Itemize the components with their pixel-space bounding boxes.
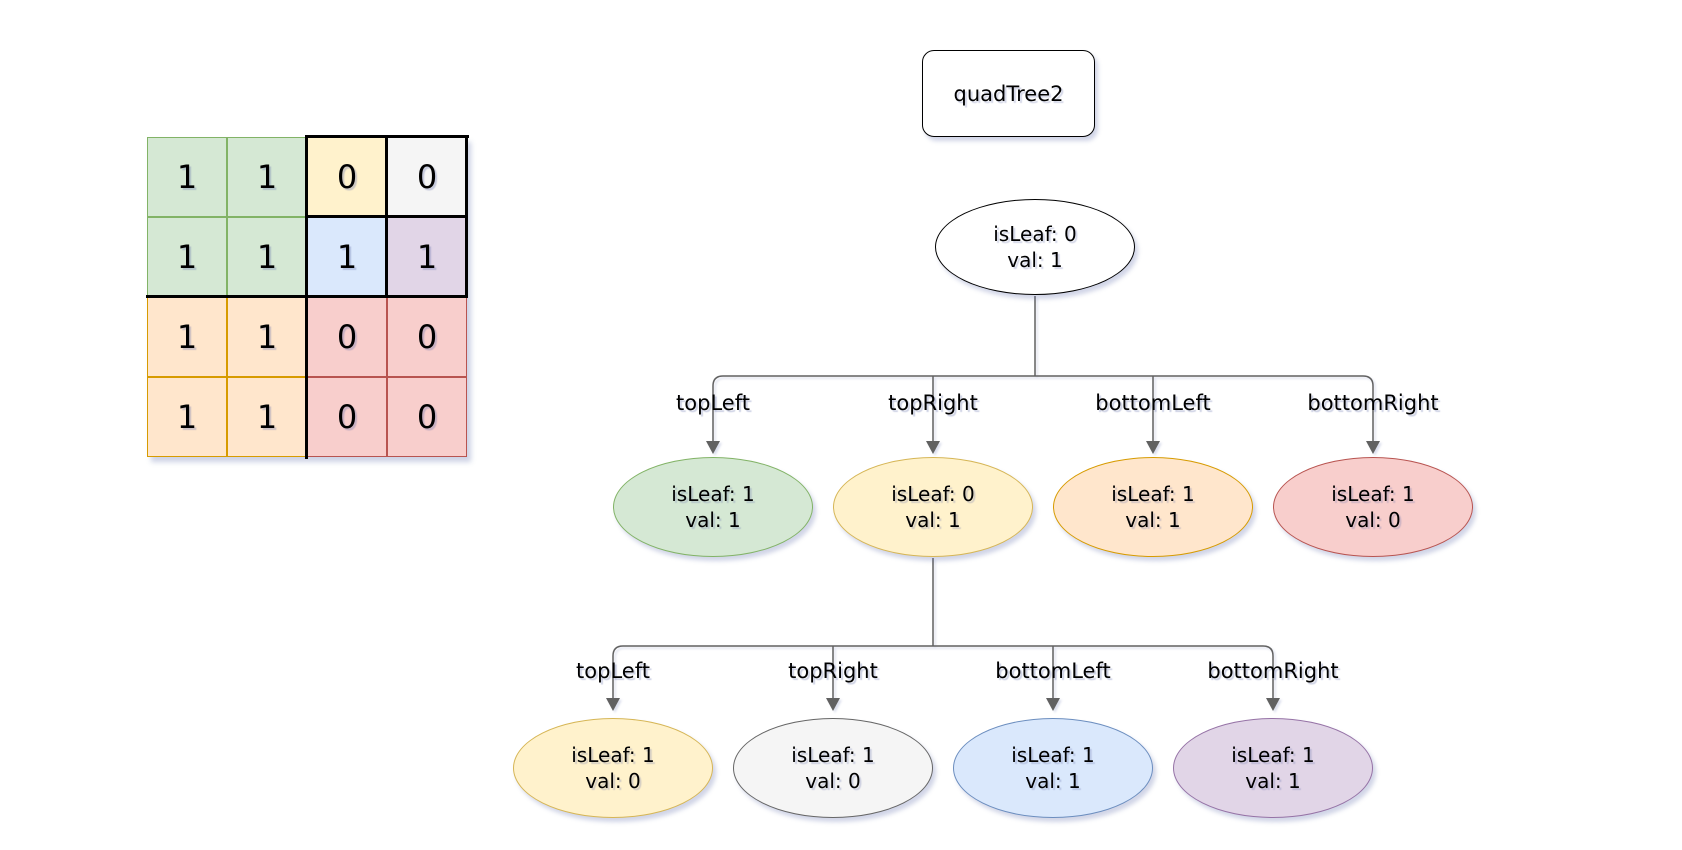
arrowhead-icon — [1366, 441, 1380, 454]
quadrant-divider-top — [305, 135, 469, 138]
node-isleaf-text: isLeaf: 1 — [571, 743, 655, 767]
tree-node-root: isLeaf: 0 val: 1 — [935, 199, 1135, 295]
node-val-text: val: 1 — [1125, 508, 1181, 532]
grid-cell: 1 — [227, 377, 307, 457]
grid-cell: 0 — [387, 377, 467, 457]
arrowhead-icon — [826, 698, 840, 711]
tree-node2-topright: isLeaf: 1 val: 0 — [733, 718, 933, 818]
tree-node-topright: isLeaf: 0 val: 1 — [833, 457, 1033, 557]
grid-cell: 0 — [307, 377, 387, 457]
grid-cell: 1 — [227, 297, 307, 377]
node-val-text: val: 0 — [1345, 508, 1401, 532]
grid-cell: 1 — [147, 137, 227, 217]
arrowhead-icon — [706, 441, 720, 454]
tree-title: quadTree2 — [953, 81, 1064, 106]
node-isleaf-text: isLeaf: 1 — [791, 743, 875, 767]
edge-bus-level2 — [612, 645, 1274, 698]
arrowhead-icon — [606, 698, 620, 711]
edge-label2-topright: topRight — [788, 659, 878, 683]
tree-node-bottomleft: isLeaf: 1 val: 1 — [1053, 457, 1253, 557]
node-isleaf-text: isLeaf: 0 — [993, 222, 1077, 246]
node-isleaf-text: isLeaf: 1 — [1011, 743, 1095, 767]
grid-cell: 1 — [147, 297, 227, 377]
edge-label-bottomright: bottomRight — [1307, 391, 1439, 415]
node-isleaf-text: isLeaf: 1 — [1231, 743, 1315, 767]
node-val-text: val: 0 — [805, 769, 861, 793]
tree-node2-bottomright: isLeaf: 1 val: 1 — [1173, 718, 1373, 818]
tree-node2-bottomleft: isLeaf: 1 val: 1 — [953, 718, 1153, 818]
grid-cell: 1 — [387, 217, 467, 297]
edge-label-bottomleft: bottomLeft — [1095, 391, 1211, 415]
node-isleaf-text: isLeaf: 1 — [1111, 482, 1195, 506]
grid-cell: 1 — [307, 217, 387, 297]
matrix-grid: 1 1 0 0 1 1 1 1 1 1 0 0 1 1 0 0 — [146, 135, 469, 459]
grid-cell: 0 — [387, 297, 467, 377]
edge-label2-bottomright: bottomRight — [1207, 659, 1339, 683]
edge-label-topright: topRight — [888, 391, 978, 415]
node-isleaf-text: isLeaf: 1 — [671, 482, 755, 506]
edge-label2-topleft: topLeft — [576, 659, 650, 683]
edge-label2-bottomleft: bottomLeft — [995, 659, 1111, 683]
node-val-text: val: 0 — [585, 769, 641, 793]
arrowhead-icon — [1046, 698, 1060, 711]
tree-node-topleft: isLeaf: 1 val: 1 — [613, 457, 813, 557]
arrowhead-icon — [1266, 698, 1280, 711]
node-isleaf-text: isLeaf: 0 — [891, 482, 975, 506]
arrowhead-icon — [1146, 441, 1160, 454]
arrowhead-icon — [926, 441, 940, 454]
node-isleaf-text: isLeaf: 1 — [1331, 482, 1415, 506]
node-val-text: val: 1 — [1007, 248, 1063, 272]
edge-label-topleft: topLeft — [676, 391, 750, 415]
node-val-text: val: 1 — [1245, 769, 1301, 793]
node-val-text: val: 1 — [905, 508, 961, 532]
subquadrant-divider-horizontal — [307, 215, 468, 218]
node-val-text: val: 1 — [1025, 769, 1081, 793]
tree-node2-topleft: isLeaf: 1 val: 0 — [513, 718, 713, 818]
grid-cell: 0 — [307, 137, 387, 217]
quadrant-divider-horizontal — [146, 295, 468, 298]
grid-cell: 1 — [147, 217, 227, 297]
tree-node-bottomright: isLeaf: 1 val: 0 — [1273, 457, 1473, 557]
edge-bus-level1 — [712, 375, 1374, 441]
grid-cell: 1 — [147, 377, 227, 457]
node-val-text: val: 1 — [685, 508, 741, 532]
grid-cell: 1 — [227, 137, 307, 217]
tree-title-box: quadTree2 — [922, 50, 1095, 137]
